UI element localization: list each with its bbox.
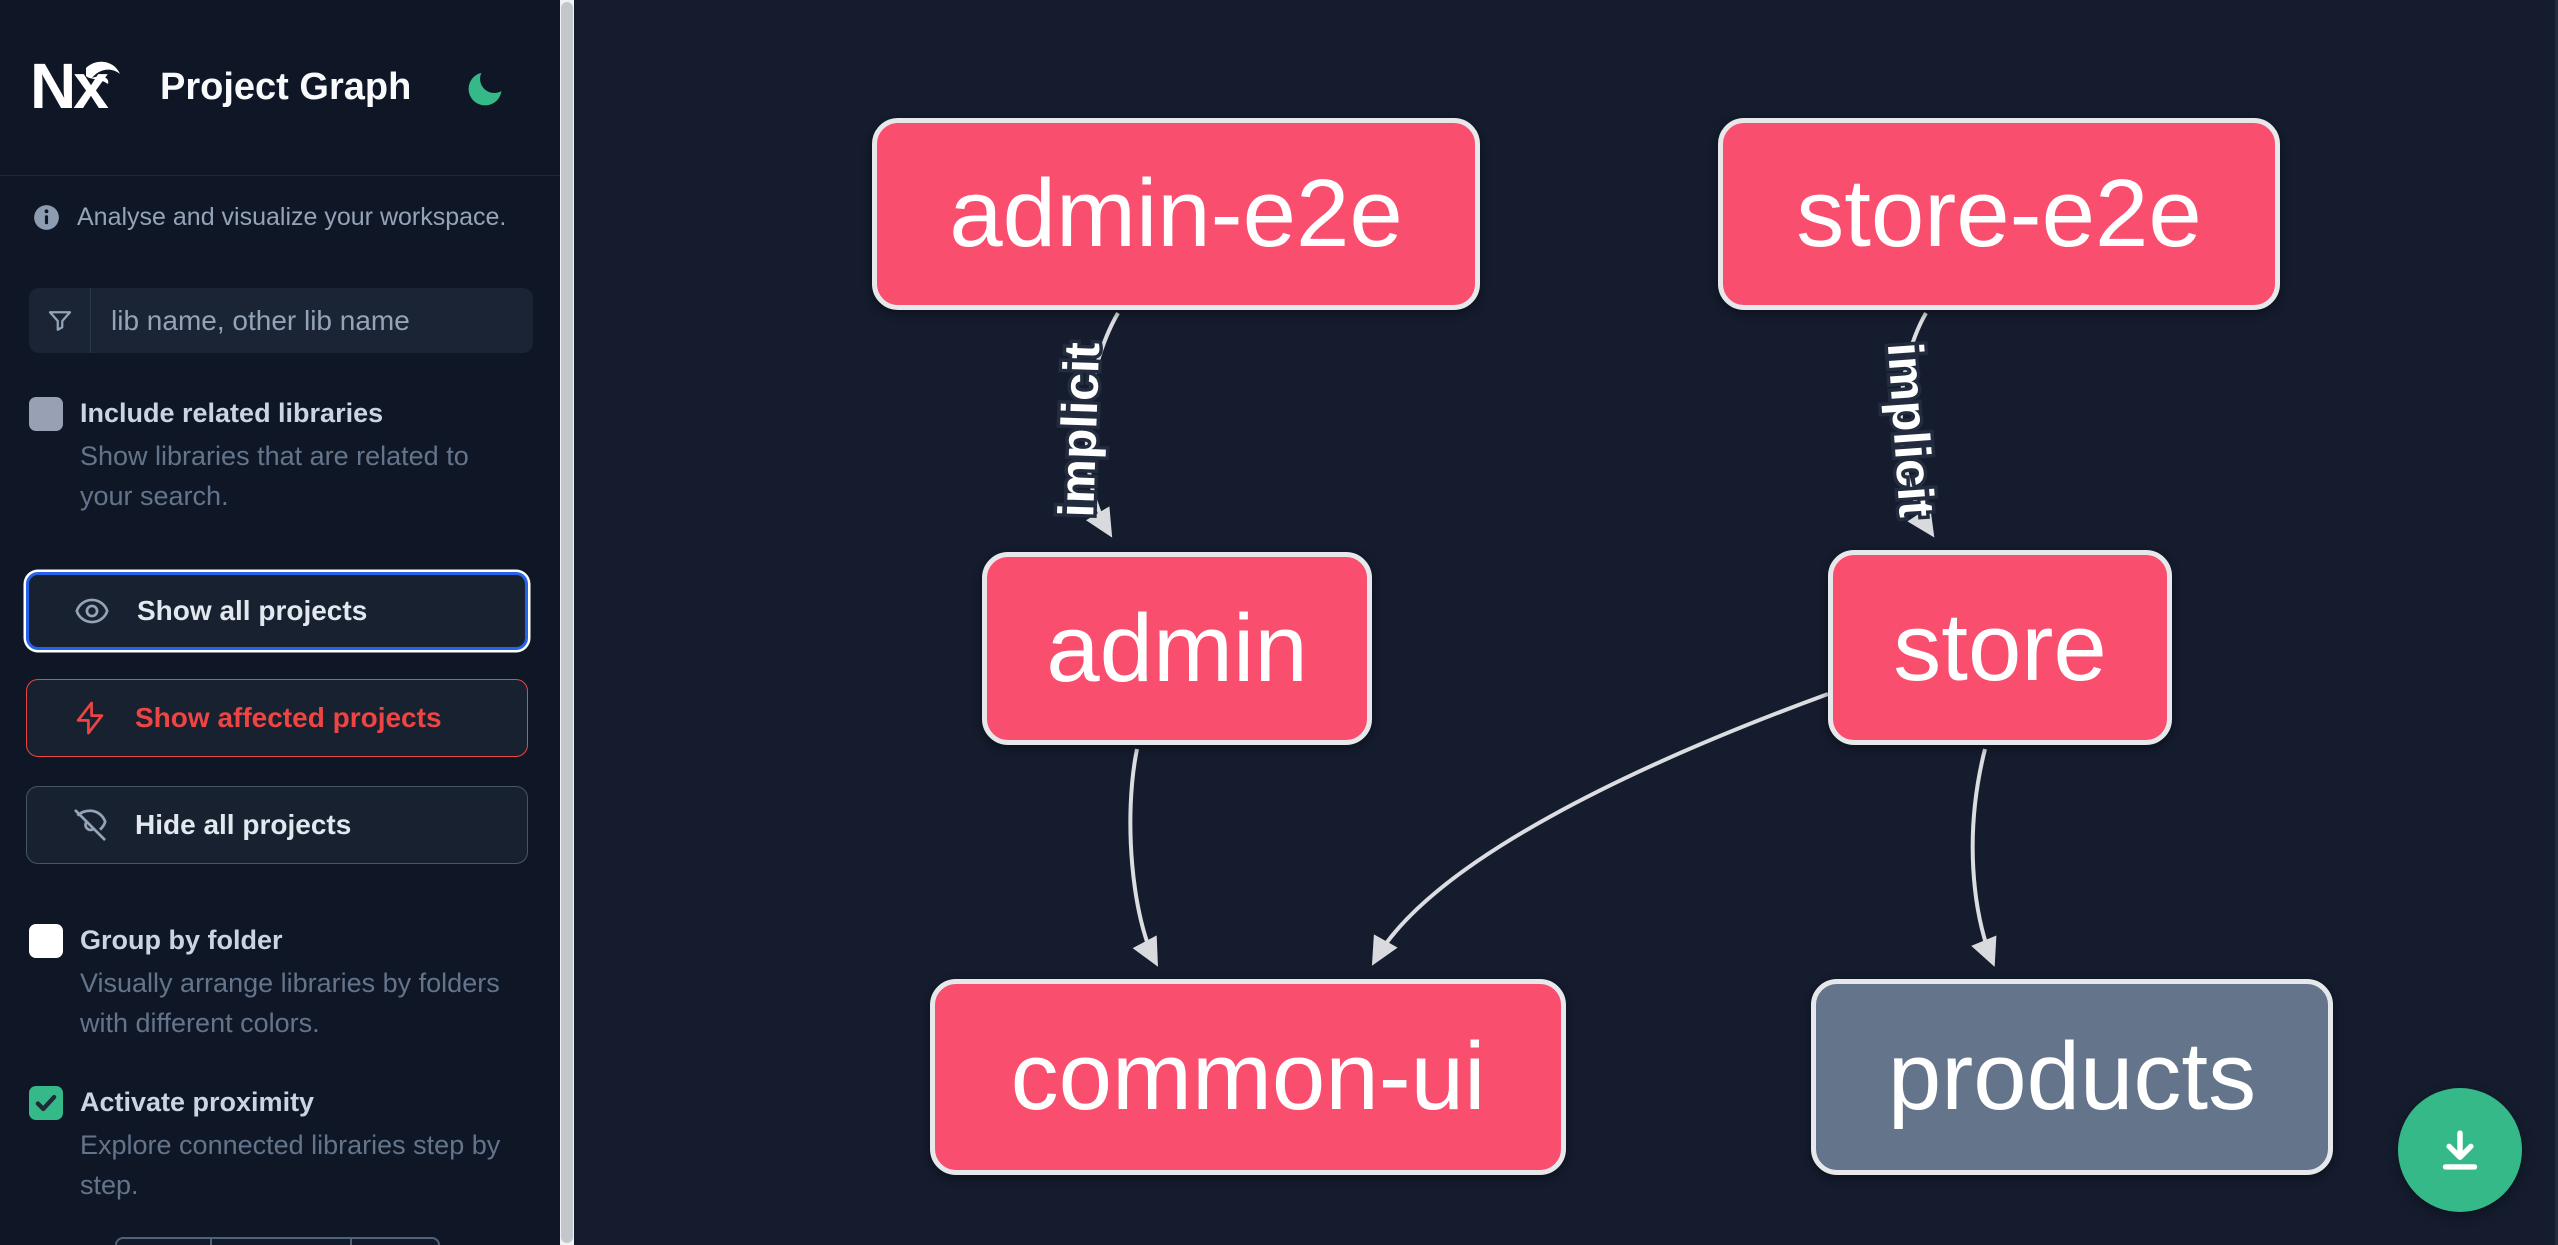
eye-off-icon <box>74 809 107 841</box>
option-group-by-folder: Group by folder Visually arrange librari… <box>29 922 560 1043</box>
graph-node-products[interactable]: products <box>1811 979 2333 1175</box>
hide-all-projects-label: Hide all projects <box>135 809 352 840</box>
hide-all-projects-button[interactable]: Hide all projects <box>26 786 528 864</box>
segment-divider <box>210 1239 212 1245</box>
show-affected-projects-button[interactable]: Show affected projects <box>26 679 528 757</box>
edge-admin-to-common-ui <box>1128 748 1158 967</box>
tagline-text: Analyse and visualize your workspace. <box>77 203 507 231</box>
node-label: admin-e2e <box>949 160 1403 267</box>
download-graph-button[interactable] <box>2398 1088 2522 1212</box>
nx-logo-icon: Nx <box>30 50 120 122</box>
graph-node-common-ui[interactable]: common-ui <box>930 979 1566 1175</box>
edge-admin-e2e-to-admin <box>1084 311 1120 538</box>
node-label: products <box>1887 1023 2257 1130</box>
workspace-tagline: Analyse and visualize your workspace. <box>33 203 560 232</box>
edge-store-e2e-to-store <box>1898 311 1935 538</box>
option-description: Explore connected libraries step by step… <box>80 1130 501 1200</box>
edge-layer: implicit implicit <box>1045 311 1997 967</box>
graph-node-store[interactable]: store <box>1828 550 2172 745</box>
edge-label-implicit: implicit <box>1048 341 1110 518</box>
check-icon <box>35 1094 57 1112</box>
filter-search <box>29 288 533 353</box>
edge-store-to-products <box>1970 748 1997 967</box>
segment-divider <box>350 1239 352 1245</box>
node-label: admin <box>1046 594 1308 702</box>
node-label: store <box>1893 593 2107 701</box>
checkbox-group-by-folder[interactable] <box>29 924 63 958</box>
graph-node-admin[interactable]: admin <box>982 552 1372 745</box>
show-all-projects-label: Show all projects <box>137 595 368 626</box>
graph-canvas[interactable]: implicit implicit admin-e2e store-e2e ad… <box>574 0 2558 1245</box>
edge-store-to-common-ui <box>1371 692 1829 966</box>
dark-mode-toggle-moon-icon[interactable] <box>464 65 508 110</box>
node-label: common-ui <box>1010 1023 1486 1130</box>
option-label[interactable]: Activate proximity <box>80 1087 315 1117</box>
show-affected-projects-label: Show affected projects <box>135 702 442 733</box>
option-include-related-libraries: Include related libraries Show libraries… <box>29 395 560 516</box>
option-label[interactable]: Group by folder <box>80 925 283 955</box>
bolt-icon <box>76 701 104 735</box>
option-label[interactable]: Include related libraries <box>80 398 384 428</box>
funnel-filter-icon <box>48 310 71 331</box>
project-actions: Show all projects Show affected projects… <box>26 572 528 864</box>
search-input[interactable] <box>29 288 533 353</box>
option-description: Show libraries that are related to your … <box>80 441 469 511</box>
sidebar-scrollbar-track[interactable] <box>560 0 574 1245</box>
show-all-projects-button[interactable]: Show all projects <box>26 572 528 650</box>
option-activate-proximity: Activate proximity Explore connected lib… <box>29 1084 560 1205</box>
info-icon <box>34 205 59 230</box>
checkbox-include-related[interactable] <box>29 397 63 431</box>
page-title: Project Graph <box>160 66 412 108</box>
nx-logo-swoosh <box>86 61 120 84</box>
edge-label-implicit: implicit <box>1877 340 1945 519</box>
sidebar-scrollbar-thumb[interactable] <box>561 2 573 1243</box>
graph-node-admin-e2e[interactable]: admin-e2e <box>872 118 1480 310</box>
eye-icon <box>75 598 109 624</box>
checkbox-activate-proximity[interactable] <box>29 1086 63 1120</box>
canvas-right-edge <box>2555 0 2558 1245</box>
option-description: Visually arrange libraries by folders wi… <box>80 968 500 1038</box>
sidebar: Nx Project Graph Analyse and visualize y… <box>0 0 560 1245</box>
download-icon <box>2442 1130 2478 1170</box>
graph-node-store-e2e[interactable]: store-e2e <box>1718 118 2280 310</box>
sidebar-header: Nx Project Graph <box>0 0 560 176</box>
node-label: store-e2e <box>1796 160 2202 267</box>
nx-logo-text: Nx <box>30 50 109 122</box>
proximity-depth-control[interactable] <box>115 1237 440 1245</box>
filter-icon-cell <box>29 288 91 353</box>
